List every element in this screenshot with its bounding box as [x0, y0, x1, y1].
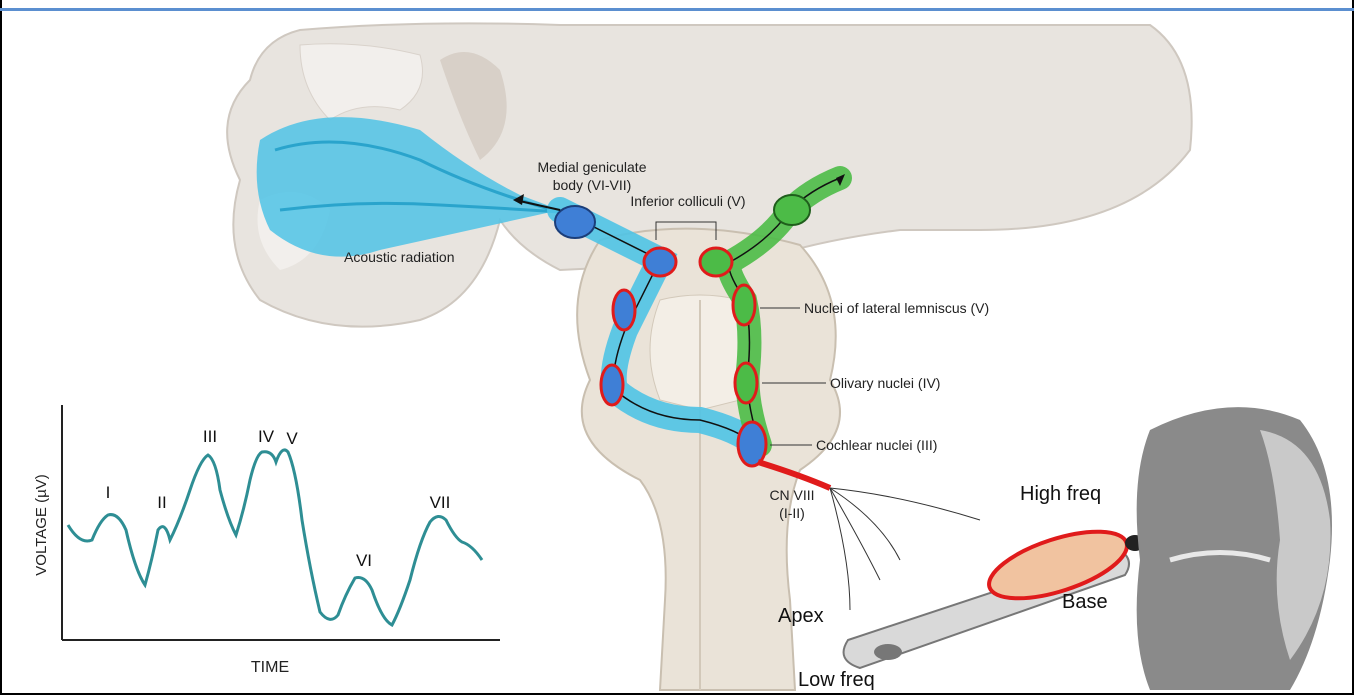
- peak-label: V: [286, 429, 298, 448]
- ear-illustration: [1137, 407, 1332, 690]
- y-axis-label: VOLTAGE (µV): [33, 474, 50, 575]
- apex-label: Apex: [778, 605, 824, 627]
- inferior-colliculi-label: Inferior colliculi (V): [630, 193, 745, 209]
- base-label: Base: [1062, 591, 1108, 613]
- olivary-nuclei-label: Olivary nuclei (IV): [830, 375, 940, 391]
- abr-peak-labels: I II III IV V VI VII: [106, 427, 451, 570]
- cn-viii-label: CN VIII: [769, 487, 814, 503]
- peak-label: VII: [430, 493, 451, 512]
- peak-label: I: [106, 483, 111, 502]
- peak-label: II: [157, 493, 166, 512]
- peak-label: III: [203, 427, 217, 446]
- peak-label: VI: [356, 551, 372, 570]
- medial-geniculate-label-line2: body (VI-VII): [553, 177, 632, 193]
- abr-waveform-line: [68, 450, 482, 625]
- acoustic-radiation-label: Acoustic radiation: [344, 249, 455, 265]
- low-freq-label: Low freq: [798, 669, 875, 691]
- lateral-lemniscus-label: Nuclei of lateral lemniscus (V): [804, 300, 989, 316]
- medial-geniculate-label: Medial geniculate: [538, 159, 647, 175]
- cn-viii-label-line2: (I-II): [779, 505, 805, 521]
- x-axis-label: TIME: [251, 659, 289, 676]
- high-freq-label: High freq: [1020, 483, 1101, 505]
- peak-label: IV: [258, 427, 275, 446]
- cochlear-nuclei-label: Cochlear nuclei (III): [816, 437, 937, 453]
